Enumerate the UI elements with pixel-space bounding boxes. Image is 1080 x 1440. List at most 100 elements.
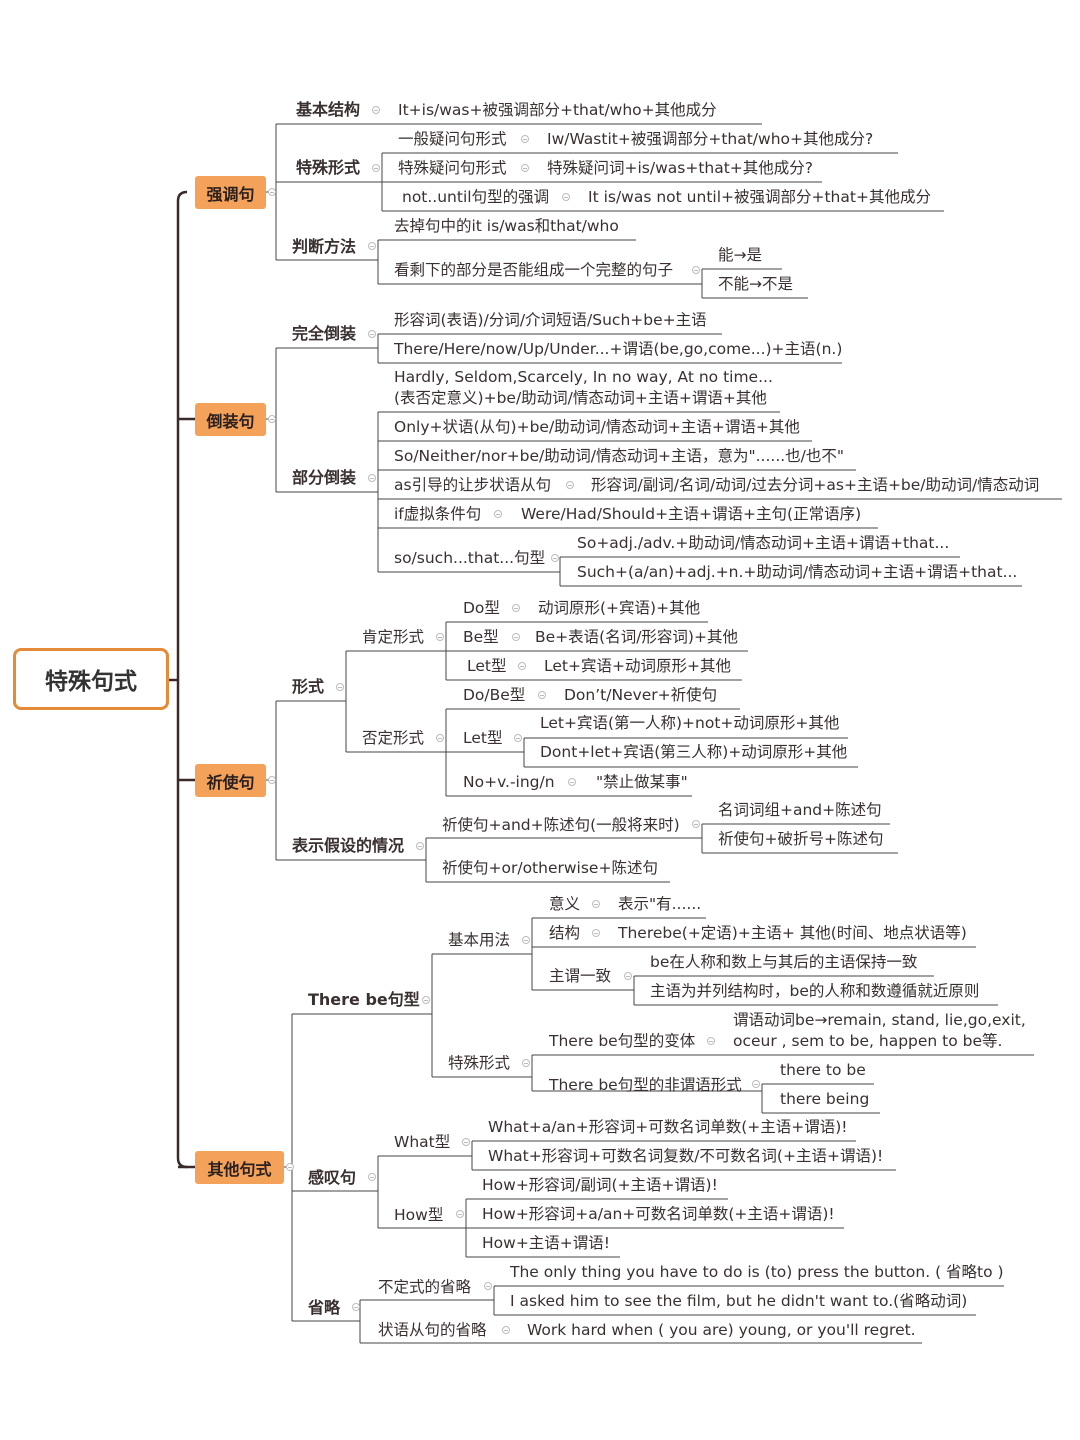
collapse-icon[interactable] [538,691,546,699]
node-hypothesis[interactable]: 表示假设的情况 [292,836,405,855]
node-meaning[interactable]: 意义 [549,895,581,913]
collapse-icon[interactable] [521,164,529,172]
node-if-subjunctive[interactable]: if虚拟条件句 [394,505,482,523]
node-there-be-nonfinite[interactable]: There be句型的非谓语形式 [549,1076,742,1094]
node-dobe-type[interactable]: Do/Be型 [463,686,526,704]
collapse-icon[interactable] [592,900,600,908]
collapse-icon[interactable] [692,266,700,274]
collapse-icon[interactable] [752,1080,760,1088]
node-let-type[interactable]: Let型 [467,657,507,675]
node-hypo-and[interactable]: 祈使句+and+陈述句(一般将来时) [442,816,680,834]
collapse-icon[interactable] [692,820,700,828]
node-what-type[interactable]: What型 [394,1133,451,1151]
collapse-icon[interactable] [512,633,520,641]
node-negative-adverbs: Hardly, Seldom,Scarcely, In no way, At n… [394,368,773,386]
collapse-icon[interactable] [436,734,444,742]
collapse-icon[interactable] [436,633,444,641]
node-there-be[interactable]: There be句型 [308,990,420,1009]
node-not-until-value: It is/was not until+被强调部分+that+其他成分 [588,188,931,206]
collapse-icon[interactable] [518,662,526,670]
collapse-icon[interactable] [462,1138,470,1146]
node-judge-method[interactable]: 判断方法 [292,237,357,256]
category-imperative[interactable]: 祈使句 [195,764,266,797]
collapse-icon[interactable] [268,415,276,423]
collapse-icon[interactable] [268,776,276,784]
collapse-icon[interactable] [352,1303,360,1311]
node-basic-structure[interactable]: 基本结构 [296,100,361,119]
node-there-be-special[interactable]: 特殊形式 [448,1054,511,1072]
category-inversion[interactable]: 倒装句 [195,403,266,436]
collapse-icon[interactable] [368,474,376,482]
collapse-icon[interactable] [562,193,570,201]
collapse-icon[interactable] [551,554,559,562]
node-full-inversion[interactable]: 完全倒装 [292,324,357,343]
node-only-inversion: Only+状语(从句)+be/助动词/情态动词+主语+谓语+其他 [394,418,800,436]
node-there-be-basic[interactable]: 基本用法 [448,931,511,949]
node-wh-question[interactable]: 特殊疑问句形式 [398,159,507,177]
node-general-question[interactable]: 一般疑问句形式 [398,130,507,148]
node-ellipsis[interactable]: 省略 [308,1298,341,1317]
node-do-type[interactable]: Do型 [463,599,500,617]
node-hypo-and-2: 祈使句+破折号+陈述句 [718,830,884,848]
collapse-icon[interactable] [268,188,276,196]
node-let-type-value: Let+宾语+动词原形+其他 [544,657,731,675]
node-infinitive-ellipsis[interactable]: 不定式的省略 [378,1278,472,1296]
collapse-icon[interactable] [286,1163,294,1171]
collapse-icon[interactable] [368,1173,376,1181]
collapse-icon[interactable] [336,683,344,691]
node-structure-value: Therebe(+定语)+主语+ 其他(时间、地点状语等) [618,924,967,942]
collapse-icon[interactable] [416,842,424,850]
node-how-type[interactable]: How型 [394,1206,444,1224]
collapse-icon[interactable] [512,604,520,612]
node-partial-inversion[interactable]: 部分倒装 [292,468,357,487]
node-so-such[interactable]: so/such...that...句型 [394,549,546,567]
node-exclamation[interactable]: 感叹句 [308,1168,357,1187]
collapse-icon[interactable] [592,929,600,937]
node-as-concession[interactable]: as引导的让步状语从句 [394,476,552,494]
node-positive-form[interactable]: 肯定形式 [362,628,425,646]
node-wh-question-value: 特殊疑问词+is/was+that+其他成分? [547,159,814,177]
node-adverbial-value: Work hard when ( you are) young, or you'… [527,1321,916,1339]
node-there-being: there being [780,1090,870,1108]
collapse-icon[interactable] [368,330,376,338]
node-there-to-be: there to be [780,1061,866,1079]
node-judge-step2[interactable]: 看剩下的部分是否能组成一个完整的句子 [394,261,674,279]
node-imperative-form[interactable]: 形式 [292,677,325,696]
node-agreement-2: 主语为并列结构时，be的人称和数遵循就近原则 [650,982,980,1000]
node-no-ving[interactable]: No+v.-ing/n [463,773,555,791]
collapse-icon[interactable] [566,481,574,489]
collapse-icon[interactable] [521,135,529,143]
collapse-icon[interactable] [456,1210,464,1218]
node-there-be-variant[interactable]: There be句型的变体 [549,1032,696,1050]
node-neg-let-value-2: Dont+let+宾语(第三人称)+动词原形+其他 [540,743,848,761]
collapse-icon[interactable] [707,1037,715,1045]
node-be-type[interactable]: Be型 [463,628,499,646]
collapse-icon[interactable] [484,1282,492,1290]
node-structure[interactable]: 结构 [549,924,581,942]
node-special-form[interactable]: 特殊形式 [296,158,361,177]
collapse-icon[interactable] [502,1326,510,1334]
node-how-1: How+形容词/副词(+主语+谓语)! [482,1176,718,1194]
collapse-icon[interactable] [624,972,632,980]
node-negative-form[interactable]: 否定形式 [362,729,425,747]
collapse-icon[interactable] [522,1059,530,1067]
node-full-inversion-2: There/Here/now/Up/Under...+谓语(be,go,come… [394,340,843,358]
node-adverbial-ellipsis[interactable]: 状语从句的省略 [378,1321,487,1339]
node-not-until[interactable]: not..until句型的强调 [402,188,550,206]
category-others[interactable]: 其他句式 [195,1151,284,1184]
collapse-icon[interactable] [522,936,530,944]
node-no-ving-value: "禁止做某事" [596,773,688,791]
node-meaning-value: 表示"有...... [618,895,702,913]
node-agreement[interactable]: 主谓一致 [549,967,612,985]
category-emphasis[interactable]: 强调句 [195,176,266,209]
collapse-icon[interactable] [514,734,522,742]
collapse-icon[interactable] [422,996,430,1004]
root-node[interactable]: 特殊句式 [13,648,169,710]
node-neg-let-type[interactable]: Let型 [463,729,503,747]
collapse-icon[interactable] [372,106,380,114]
collapse-icon[interactable] [372,164,380,172]
collapse-icon[interactable] [368,242,376,250]
node-how-2: How+形容词+a/an+可数名词单数(+主语+谓语)! [482,1205,835,1223]
collapse-icon[interactable] [568,778,576,786]
collapse-icon[interactable] [494,510,502,518]
